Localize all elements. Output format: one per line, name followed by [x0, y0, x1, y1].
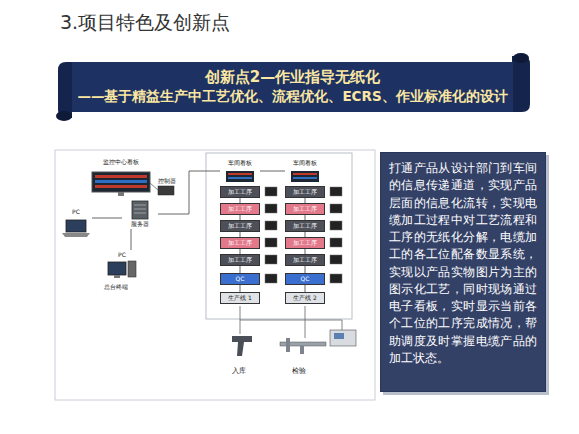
connector — [240, 285, 241, 292]
inspection-tools — [232, 306, 356, 356]
tablet-icon — [265, 204, 277, 213]
qc-box: QC — [285, 273, 325, 285]
pc-icon — [108, 261, 136, 278]
process-box: 加工工序 — [220, 186, 260, 198]
workshop-board: 车间看板 — [285, 158, 325, 184]
diagram-frame — [55, 150, 375, 400]
component-label: 控制器 — [158, 177, 176, 186]
process-box: 加工工序 — [220, 237, 260, 249]
connector — [92, 218, 122, 219]
node-text: 创新点2—作业指导无纸化 — [205, 68, 380, 88]
process-box: 加工工序 — [220, 220, 260, 232]
server-node: 服务器 — [122, 199, 158, 229]
node-text: 加工工序 — [228, 256, 252, 264]
qc-box: QC — [220, 273, 260, 285]
process-box: 加工工序 — [220, 254, 260, 266]
node-text: QC — [301, 275, 310, 283]
node-text: 打通产品从设计部门到车间的信息传递通道，实现产品层面的信息化流转，实现电缆加工过… — [389, 160, 537, 367]
node-text: 监控中心看板 — [103, 158, 139, 166]
laptop-icon — [62, 220, 90, 237]
tablet-icon — [330, 238, 342, 247]
node-text: 加工工序 — [228, 222, 252, 230]
process-box: 加工工序 — [285, 203, 325, 215]
process-box: 加工工序 — [285, 254, 325, 266]
node-text: 加工工序 — [293, 239, 317, 247]
node-text: 加工工序 — [293, 205, 317, 213]
node-text: 加工工序 — [293, 222, 317, 230]
workshop-board: 车间看板 — [220, 158, 260, 184]
node-text: 生产线 2 — [293, 294, 317, 302]
pc-node: PC — [104, 250, 140, 280]
tablet-icon — [265, 274, 277, 283]
node-subtext: ——基于精益生产中工艺优化、流程优化、ECRS、作业标准化的设计 — [77, 88, 507, 106]
connector — [305, 266, 306, 273]
monitor-screen — [92, 172, 150, 196]
title-banner: 创新点2—作业指导无纸化——基于精益生产中工艺优化、流程优化、ECRS、作业标准… — [72, 62, 513, 112]
tablet-icon — [330, 204, 342, 213]
workshop-screen — [226, 171, 319, 182]
tablet-icon — [330, 274, 342, 283]
station-tablets — [265, 187, 342, 283]
component-label: 总台终端 — [104, 283, 128, 292]
node-text: 加工工序 — [228, 239, 252, 247]
tablet-icon — [265, 255, 277, 264]
node-text: 加工工序 — [228, 205, 252, 213]
process-box: 加工工序 — [220, 203, 260, 215]
server-icon — [132, 201, 148, 219]
tablet-icon — [265, 221, 277, 230]
connector — [131, 229, 132, 250]
tablet-icon — [265, 187, 277, 196]
node-text: PC — [118, 251, 126, 259]
line-box: 生产线 1 — [220, 292, 260, 304]
controller-icon — [150, 183, 174, 195]
node-text: PC — [72, 208, 80, 216]
node-text: 加工工序 — [228, 188, 252, 196]
node-text: 车间看板 — [228, 159, 252, 167]
node-text: 服务器 — [131, 220, 149, 228]
node-text: QC — [236, 275, 245, 283]
connector — [240, 266, 241, 273]
process-box: 加工工序 — [285, 186, 325, 198]
banner-scroll — [56, 53, 530, 121]
process-box: 加工工序 — [285, 220, 325, 232]
node-text: 车间看板 — [293, 159, 317, 167]
connector — [305, 285, 306, 292]
tablet-icon — [330, 255, 342, 264]
line-box: 生产线 2 — [285, 292, 325, 304]
station-label: 入库 — [232, 366, 246, 376]
connector — [260, 171, 285, 172]
tablet-icon — [330, 187, 342, 196]
monitor-board: 监控中心看板 — [88, 157, 154, 199]
connector — [158, 171, 220, 214]
slide-title: 3.项目特色及创新点 — [60, 10, 230, 36]
node-text: 生产线 1 — [228, 294, 252, 302]
station-label: 检验 — [292, 366, 306, 376]
laptop-node: PC — [60, 207, 92, 239]
text-panel: 打通产品从设计部门到车间的信息传递通道，实现产品层面的信息化流转，实现电缆加工过… — [380, 152, 546, 392]
tablet-icon — [330, 221, 342, 230]
workshop-panel — [206, 153, 352, 319]
process-box: 加工工序 — [285, 237, 325, 249]
node-text: 加工工序 — [293, 256, 317, 264]
tablet-icon — [265, 238, 277, 247]
node-text: 加工工序 — [293, 188, 317, 196]
